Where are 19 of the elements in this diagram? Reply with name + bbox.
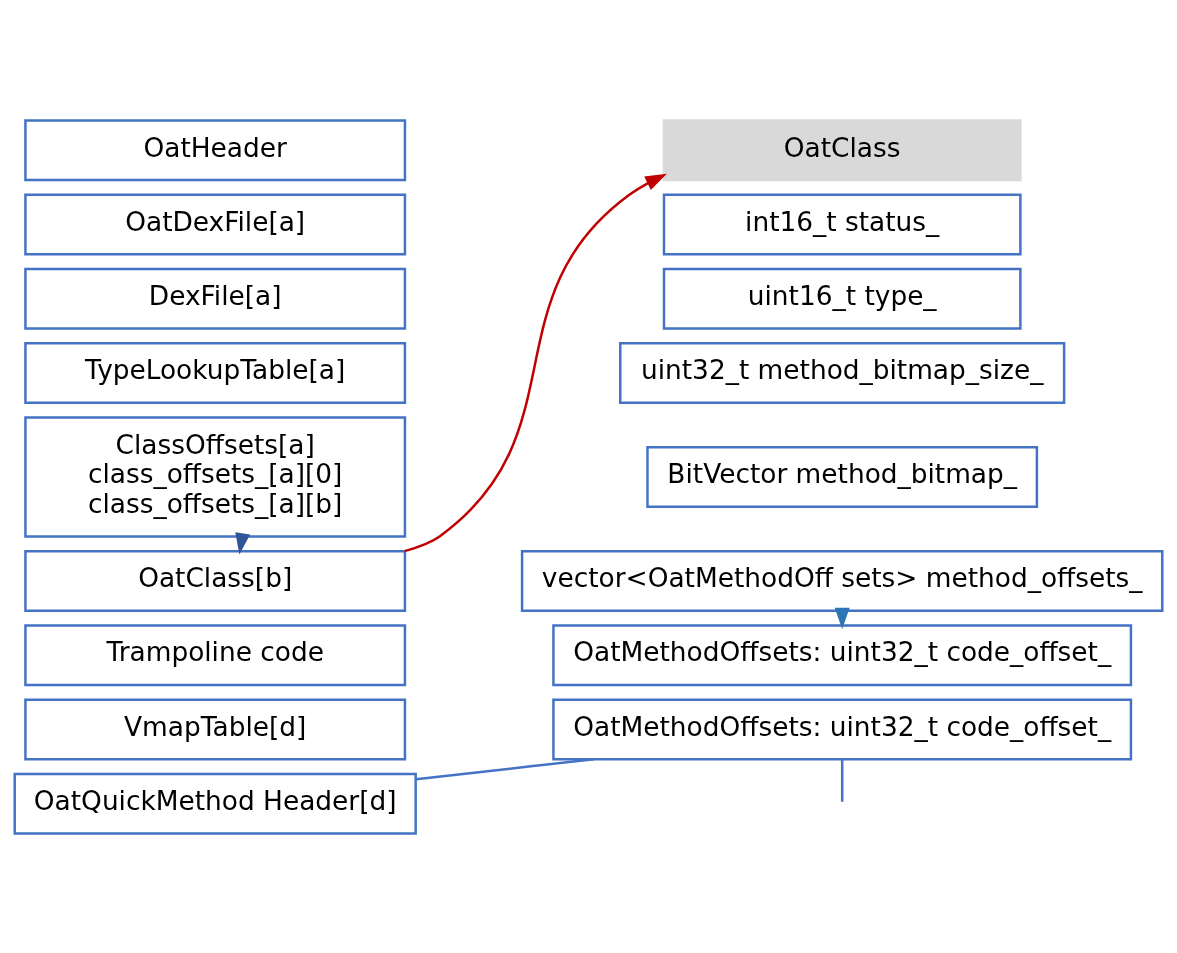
node-box: OatQuickMethod Header[d] (13, 772, 417, 835)
node-box: OatClass[b] (24, 549, 407, 612)
arrow (404, 173, 667, 552)
node-box: DexFile[a] (24, 267, 407, 330)
node-box: Trampoline code (24, 623, 407, 686)
node-box: OatDexFile[a] (24, 193, 407, 255)
connector (840, 759, 844, 802)
node-box: uint16_t type_ (662, 267, 1022, 330)
arrow (235, 531, 251, 554)
node-box: uint32_t method_bitmap_size_ (619, 341, 1066, 404)
node-box: TypeLookupTable[a] (24, 341, 407, 404)
node-box: OatHeader (24, 118, 407, 181)
node-box: OatMethodOffsets: uint32_t code_offset_ (552, 623, 1133, 686)
node-box: int16_t status_ (662, 193, 1022, 255)
node-box: OatMethodOffsets: uint32_t code_offset_ (552, 698, 1133, 760)
node-box: BitVector method_bitmap_ (646, 445, 1039, 508)
node-box: VmapTable[d] (24, 698, 407, 760)
node-box: OatClass (662, 118, 1022, 181)
connector (415, 757, 595, 781)
